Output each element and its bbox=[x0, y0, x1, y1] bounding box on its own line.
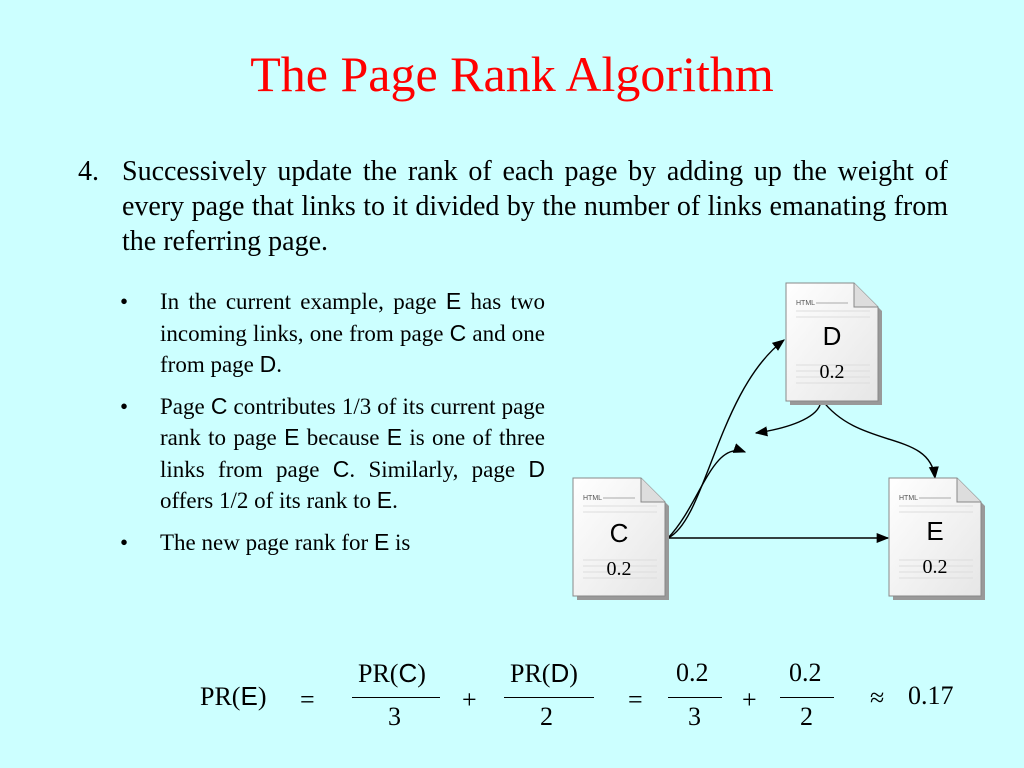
fraction-2-bar bbox=[504, 697, 594, 698]
formula-equals-1: = bbox=[300, 685, 315, 714]
page-e-rank: 0.2 bbox=[923, 556, 948, 578]
fraction-4-denominator: 2 bbox=[800, 702, 813, 731]
approx-symbol: ≈ bbox=[870, 683, 885, 712]
fraction-3-numerator: 0.2 bbox=[676, 658, 709, 687]
bullet-list: • In the current example, page E has two … bbox=[120, 286, 545, 568]
fraction-2-numerator: PR(D) bbox=[510, 658, 578, 688]
page-letter: E bbox=[386, 424, 403, 450]
page-letter: E bbox=[376, 487, 393, 513]
page-c-rank: 0.2 bbox=[607, 558, 632, 580]
bullet-text: Page bbox=[160, 393, 211, 419]
page-d-letter: D bbox=[823, 321, 842, 351]
bullet-text: . bbox=[276, 352, 283, 377]
fraction-1-denominator: 3 bbox=[388, 702, 401, 731]
page-d-icon: HTML D 0.2 bbox=[785, 282, 882, 405]
slide-title: The Page Rank Algorithm bbox=[250, 46, 774, 102]
fraction-3-bar bbox=[668, 697, 722, 698]
bullet-text: . bbox=[392, 488, 398, 513]
page-c-letter: C bbox=[610, 518, 629, 548]
page-c-icon: HTML C 0.2 bbox=[572, 477, 669, 600]
bullet-text: is one of three links from page bbox=[160, 425, 545, 482]
bullet-marker: • bbox=[120, 393, 129, 419]
page-letter: D bbox=[528, 455, 545, 482]
page-d-tag: HTML bbox=[796, 300, 815, 307]
point-number: 4. bbox=[78, 156, 99, 187]
bullet-text: . Similarly, page bbox=[349, 456, 529, 482]
bullet-text: has two incoming links, one from page bbox=[160, 289, 545, 346]
link-c-to-d-upper bbox=[667, 443, 747, 539]
page-letter: D bbox=[259, 351, 277, 377]
bullet-marker: • bbox=[120, 289, 129, 314]
page-e-letter: E bbox=[926, 516, 943, 546]
numbered-point: 4. Successively update the rank of each … bbox=[78, 154, 948, 259]
formula-equals-2: = bbox=[628, 685, 643, 714]
formula-result: 0.17 bbox=[908, 681, 954, 710]
page-letter: C bbox=[210, 392, 228, 419]
fraction-4-bar bbox=[780, 697, 834, 698]
bullet-item: • The new page rank for E is bbox=[120, 527, 545, 559]
page-d-rank: 0.2 bbox=[820, 361, 845, 383]
page-e-tag: HTML bbox=[899, 495, 918, 502]
bullet-text: is bbox=[389, 529, 411, 555]
link-d-to-e bbox=[821, 399, 939, 480]
fraction-1-numerator: PR(C) bbox=[358, 658, 426, 688]
page-letter: C bbox=[332, 455, 350, 482]
page-letter: E bbox=[373, 528, 390, 555]
formula-lhs: PR(E) bbox=[200, 681, 267, 711]
page-letter: E bbox=[445, 288, 462, 314]
bullet-item: • Page C contributes 1/3 of its current p… bbox=[120, 391, 545, 517]
page-letter: C bbox=[449, 319, 467, 346]
formula-plus-2: + bbox=[742, 685, 757, 714]
fraction-3-denominator: 3 bbox=[688, 702, 701, 731]
bullet-text: contributes 1/3 of its current page rank… bbox=[160, 393, 545, 451]
link-c-to-d bbox=[667, 339, 786, 539]
bullet-text: because bbox=[299, 425, 387, 450]
bullet-text: The new page rank for bbox=[160, 529, 374, 555]
page-e-icon: HTML E 0.2 bbox=[888, 477, 985, 600]
bullet-text: In the current example, page bbox=[160, 289, 446, 314]
bullet-marker: • bbox=[120, 529, 129, 555]
page-letter: E bbox=[284, 424, 300, 450]
point-text: Successively update the rank of each pag… bbox=[122, 156, 948, 257]
fraction-4-numerator: 0.2 bbox=[789, 658, 822, 687]
bullet-text: and one from page bbox=[160, 320, 545, 378]
link-d-to-c bbox=[754, 404, 821, 437]
bullet-text: offers 1/2 of its rank to bbox=[160, 488, 377, 513]
page-c-tag: HTML bbox=[583, 495, 602, 502]
formula-plus-1: + bbox=[462, 685, 477, 714]
fraction-2-denominator: 2 bbox=[540, 702, 553, 731]
fraction-1-bar bbox=[352, 697, 440, 698]
bullet-item: • In the current example, page E has two … bbox=[120, 286, 545, 381]
